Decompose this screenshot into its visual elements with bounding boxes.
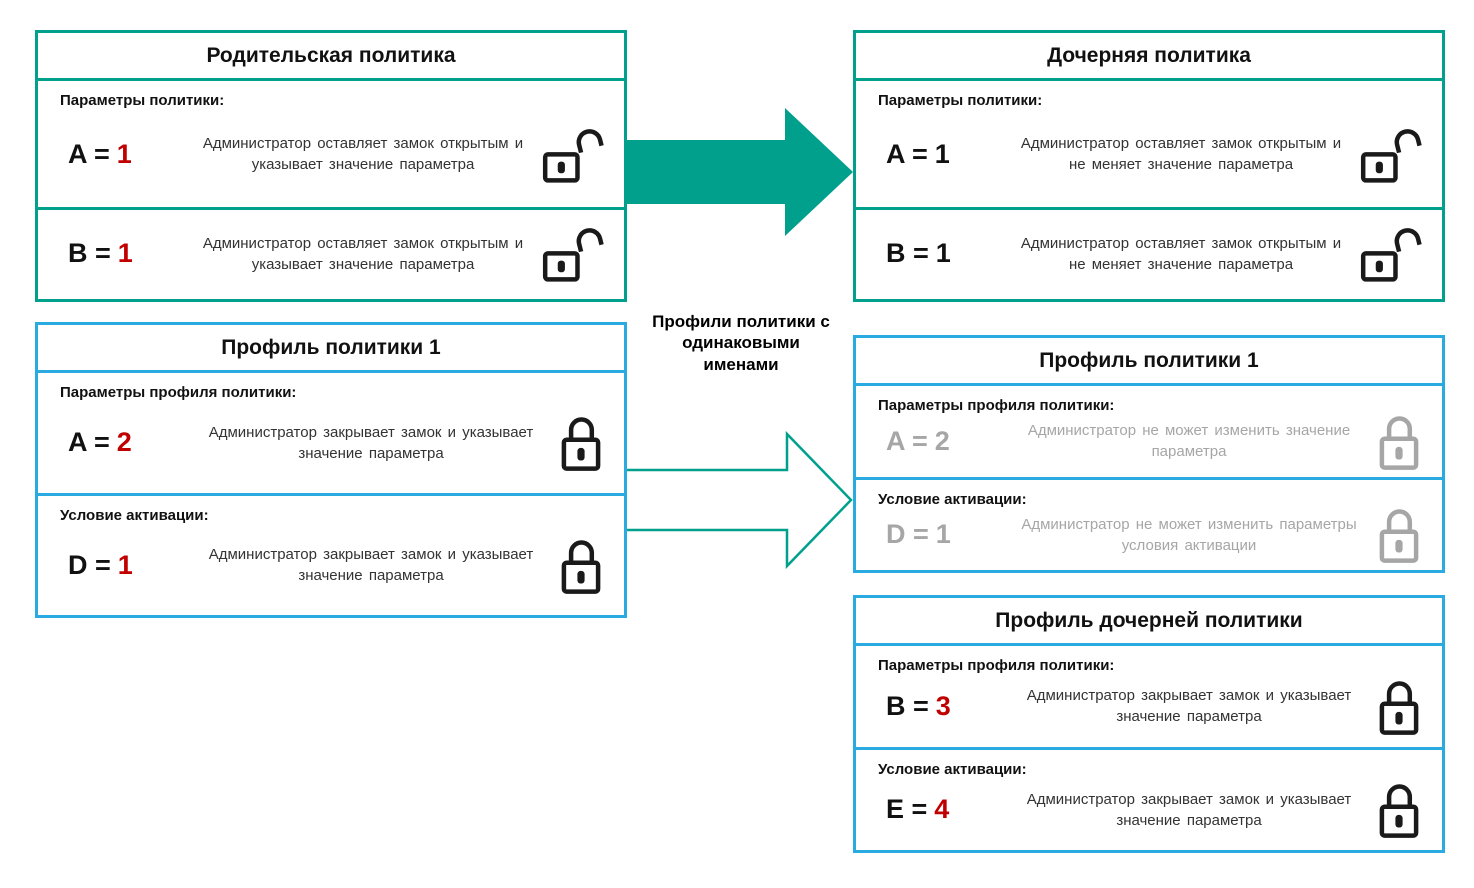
parent-policy-title: Родительская политика [38, 33, 624, 81]
parent-policy-section-b: B =1 Администратор оставляет замок откры… [38, 207, 624, 299]
param-d: D =1 [58, 550, 188, 581]
param-b: B =3 [876, 691, 1006, 722]
child-policy-title: Дочерняя политика [856, 33, 1442, 81]
inherited-profile-params-section: Параметры профиля политики: A =2 Админис… [856, 386, 1442, 477]
param-name: D = [68, 549, 111, 580]
param-name: A = [886, 425, 928, 456]
child-profile-activation-section: Условие активации: E =4 Администратор за… [856, 746, 1442, 851]
inherited-profile-box: Профиль политики 1 Параметры профиля пол… [853, 335, 1445, 573]
child-policy-box: Дочерняя политика Параметры политики: A … [853, 30, 1445, 302]
param-name: A = [68, 138, 110, 169]
child-profile-params-section: Параметры профиля политики: B =3 Админис… [856, 646, 1442, 747]
connector-label-line: Профили политики с [652, 312, 830, 331]
param-value: 1 [935, 519, 951, 550]
param-row: D =1 Администратор закрывает замок и ука… [58, 524, 612, 608]
inherited-profile-title: Профиль политики 1 [856, 338, 1442, 386]
child-profile-title: Профиль дочерней политики [856, 598, 1442, 646]
param-row: E =4 Администратор закрывает замок и ука… [876, 778, 1430, 843]
closed-lock-icon [554, 411, 608, 474]
param-a: A =2 [876, 426, 1006, 457]
connector-label-line: именами [703, 354, 779, 374]
activation-condition-label: Условие активации: [878, 760, 1027, 778]
activation-condition-label: Условие активации: [878, 490, 1027, 508]
param-row: B =3 Администратор закрывает замок и ука… [876, 674, 1430, 739]
child-profile-box: Профиль дочерней политики Параметры проф… [853, 595, 1445, 853]
param-value: 1 [934, 138, 950, 169]
child-policy-section-b: B =1 Администратор оставляет замок откры… [856, 207, 1442, 299]
profile-params-label: Параметры профиля политики: [60, 384, 297, 401]
parent-profile-params-section: Параметры профиля политики: A =2 Админис… [38, 373, 624, 493]
param-a: A =1 [58, 139, 188, 170]
profile-params-label: Параметры профиля политики: [878, 657, 1115, 674]
parent-policy-box: Родительская политика Параметры политики… [35, 30, 627, 302]
open-lock-icon [538, 123, 608, 186]
param-name: A = [886, 138, 928, 169]
param-value: 3 [935, 690, 951, 721]
param-value: 2 [934, 425, 950, 456]
param-row: A =2 Администратор не может изменить зна… [876, 414, 1430, 470]
parent-profile-title: Профиль политики 1 [38, 325, 624, 373]
param-row: B =1 Администратор оставляет замок откры… [876, 216, 1430, 291]
param-value: 1 [117, 238, 133, 269]
param-description: Администратор не может изменить параметр… [1021, 515, 1357, 554]
policy-params-label: Параметры политики: [878, 92, 1043, 109]
param-description: Администратор закрывает замок и указывае… [1026, 687, 1352, 726]
parent-policy-section-a: Параметры политики: A =1 Администратор о… [38, 81, 624, 207]
param-d: D =1 [876, 519, 1006, 550]
param-row: A =1 Администратор оставляет замок откры… [876, 109, 1430, 199]
param-name: E = [886, 794, 928, 825]
param-name: D = [886, 519, 929, 550]
param-row: A =1 Администратор оставляет замок откры… [58, 109, 612, 199]
param-e: E =4 [876, 794, 1006, 825]
param-name: B = [68, 238, 111, 269]
profile-params-label: Параметры профиля политики: [878, 397, 1115, 414]
open-lock-icon [538, 222, 608, 285]
param-a: A =1 [876, 139, 1006, 170]
param-description: Администратор оставляет замок открытым и… [1020, 135, 1342, 174]
parent-profile-activation-section: Условие активации: D =1 Администратор за… [38, 492, 624, 616]
param-description: Администратор закрывает замок и указывае… [208, 423, 534, 462]
connector-label-line: одинаковыми [682, 333, 800, 353]
param-name: A = [68, 427, 110, 458]
open-lock-icon [1356, 123, 1426, 186]
param-row: A =2 Администратор закрывает замок и ука… [58, 401, 612, 485]
param-row: D =1 Администратор не может изменить пар… [876, 508, 1430, 564]
closed-lock-gray-icon [1372, 503, 1426, 566]
parent-profile-box: Профиль политики 1 Параметры профиля пол… [35, 322, 627, 618]
inheritance-arrow [627, 108, 853, 236]
param-row: B =1 Администратор оставляет замок откры… [58, 216, 612, 291]
closed-lock-icon [554, 534, 608, 597]
open-lock-icon [1356, 222, 1426, 285]
inherited-profile-activation-section: Условие активации: D =1 Администратор не… [856, 476, 1442, 571]
param-name: B = [886, 690, 929, 721]
param-description: Администратор закрывает замок и указывае… [1026, 790, 1352, 829]
param-description: Администратор оставляет замок открытым и… [202, 135, 524, 174]
profile-inheritance-arrow [627, 430, 853, 570]
policy-params-label: Параметры политики: [60, 92, 225, 109]
child-policy-section-a: Параметры политики: A =1 Администратор о… [856, 81, 1442, 207]
param-value: 4 [934, 794, 950, 825]
param-value: 1 [935, 238, 951, 269]
param-b: B =1 [876, 238, 1006, 269]
connector-label: Профили политики с одинаковыми именами [628, 311, 854, 375]
param-value: 1 [117, 549, 133, 580]
closed-lock-icon [1372, 778, 1426, 841]
param-a: A =2 [58, 427, 188, 458]
param-value: 2 [116, 427, 132, 458]
param-description: Администратор не может изменить значение… [1027, 422, 1351, 461]
param-description: Администратор оставляет замок открытым и… [202, 234, 524, 273]
closed-lock-icon [1372, 675, 1426, 738]
param-value: 1 [116, 138, 132, 169]
param-description: Администратор закрывает замок и указывае… [208, 546, 534, 585]
closed-lock-gray-icon [1372, 410, 1426, 473]
param-description: Администратор оставляет замок открытым и… [1020, 234, 1342, 273]
activation-condition-label: Условие активации: [60, 506, 209, 524]
param-name: B = [886, 238, 929, 269]
param-b: B =1 [58, 238, 188, 269]
